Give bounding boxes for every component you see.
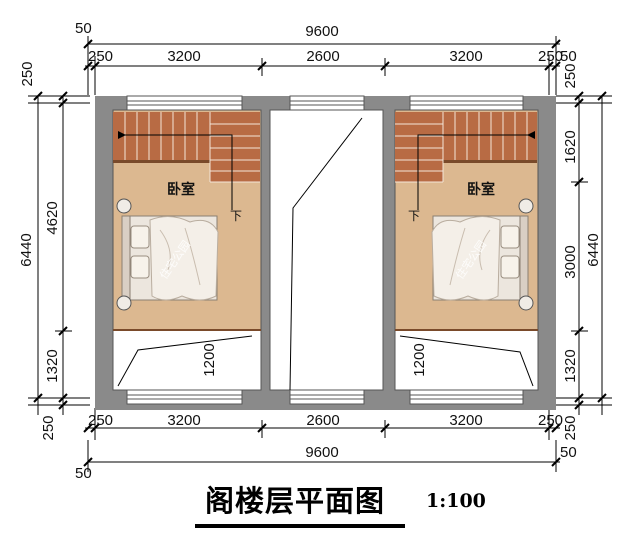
right-stair-void-line	[399, 335, 534, 387]
dim-right-top-250: 250	[562, 63, 579, 88]
dim-top-50: 50	[75, 20, 92, 37]
dim-top-seg-2: 2600	[306, 48, 339, 65]
dim-left-bottom-250: 250	[40, 415, 57, 440]
dim-top-total: 9600	[305, 23, 338, 40]
right-down-label: 下	[408, 209, 420, 223]
drawing-title: 阁楼层平面图	[205, 484, 386, 518]
dim-right-upper: 1620	[562, 130, 579, 163]
left-staircase	[113, 112, 260, 210]
dim-top-250-left: 250	[88, 48, 113, 65]
dim-top-seg-1: 3200	[167, 48, 200, 65]
dim-left-top-250: 250	[19, 61, 36, 86]
dim-right-bottom-250: 250	[562, 415, 579, 440]
drawing-scale: 1:100	[426, 490, 486, 512]
dim-top-250-right: 250	[538, 48, 563, 65]
dim-bottom-seg-2: 2600	[306, 412, 339, 429]
left-stair-void	[113, 330, 261, 390]
dim-top-50-right: 50	[560, 48, 577, 65]
right-bed	[431, 198, 534, 311]
left-down-label: 下	[230, 209, 242, 223]
dim-left-stair-1200: 1200	[201, 343, 218, 376]
dim-bottom-seg-3: 3200	[449, 412, 482, 429]
dim-right-lower: 1320	[562, 349, 579, 382]
dim-bottom-250-right: 250	[538, 412, 563, 429]
left-bed	[116, 198, 219, 311]
dim-bottom-50-left: 50	[75, 465, 92, 480]
left-room-label: 卧室	[167, 181, 195, 198]
dim-right-middle: 3000	[562, 245, 579, 278]
dim-bottom-250-left: 250	[88, 412, 113, 429]
title-underline	[195, 524, 405, 528]
void-break-line	[289, 117, 363, 391]
right-room-label: 卧室	[467, 181, 495, 198]
dim-bottom-seg-1: 3200	[167, 412, 200, 429]
windows	[126, 95, 524, 405]
floor-plan-drawing: 50 9600 250 3200 2600 3200 250 50 250 32…	[18, 20, 612, 480]
central-void	[270, 110, 383, 390]
dim-bottom-total: 9600	[305, 444, 338, 461]
dim-left-total: 6440	[18, 233, 35, 266]
dim-bottom-50-right: 50	[560, 444, 577, 461]
dim-left-upper: 4620	[44, 201, 61, 234]
left-stair-void-line	[117, 335, 253, 387]
dim-right-total: 6440	[585, 233, 602, 266]
dim-top-seg-3: 3200	[449, 48, 482, 65]
dimension-lines	[28, 36, 612, 472]
dim-right-stair-1200: 1200	[411, 343, 428, 376]
dim-left-lower: 1320	[44, 349, 61, 382]
right-stair-void	[395, 330, 538, 390]
right-staircase	[395, 112, 537, 210]
